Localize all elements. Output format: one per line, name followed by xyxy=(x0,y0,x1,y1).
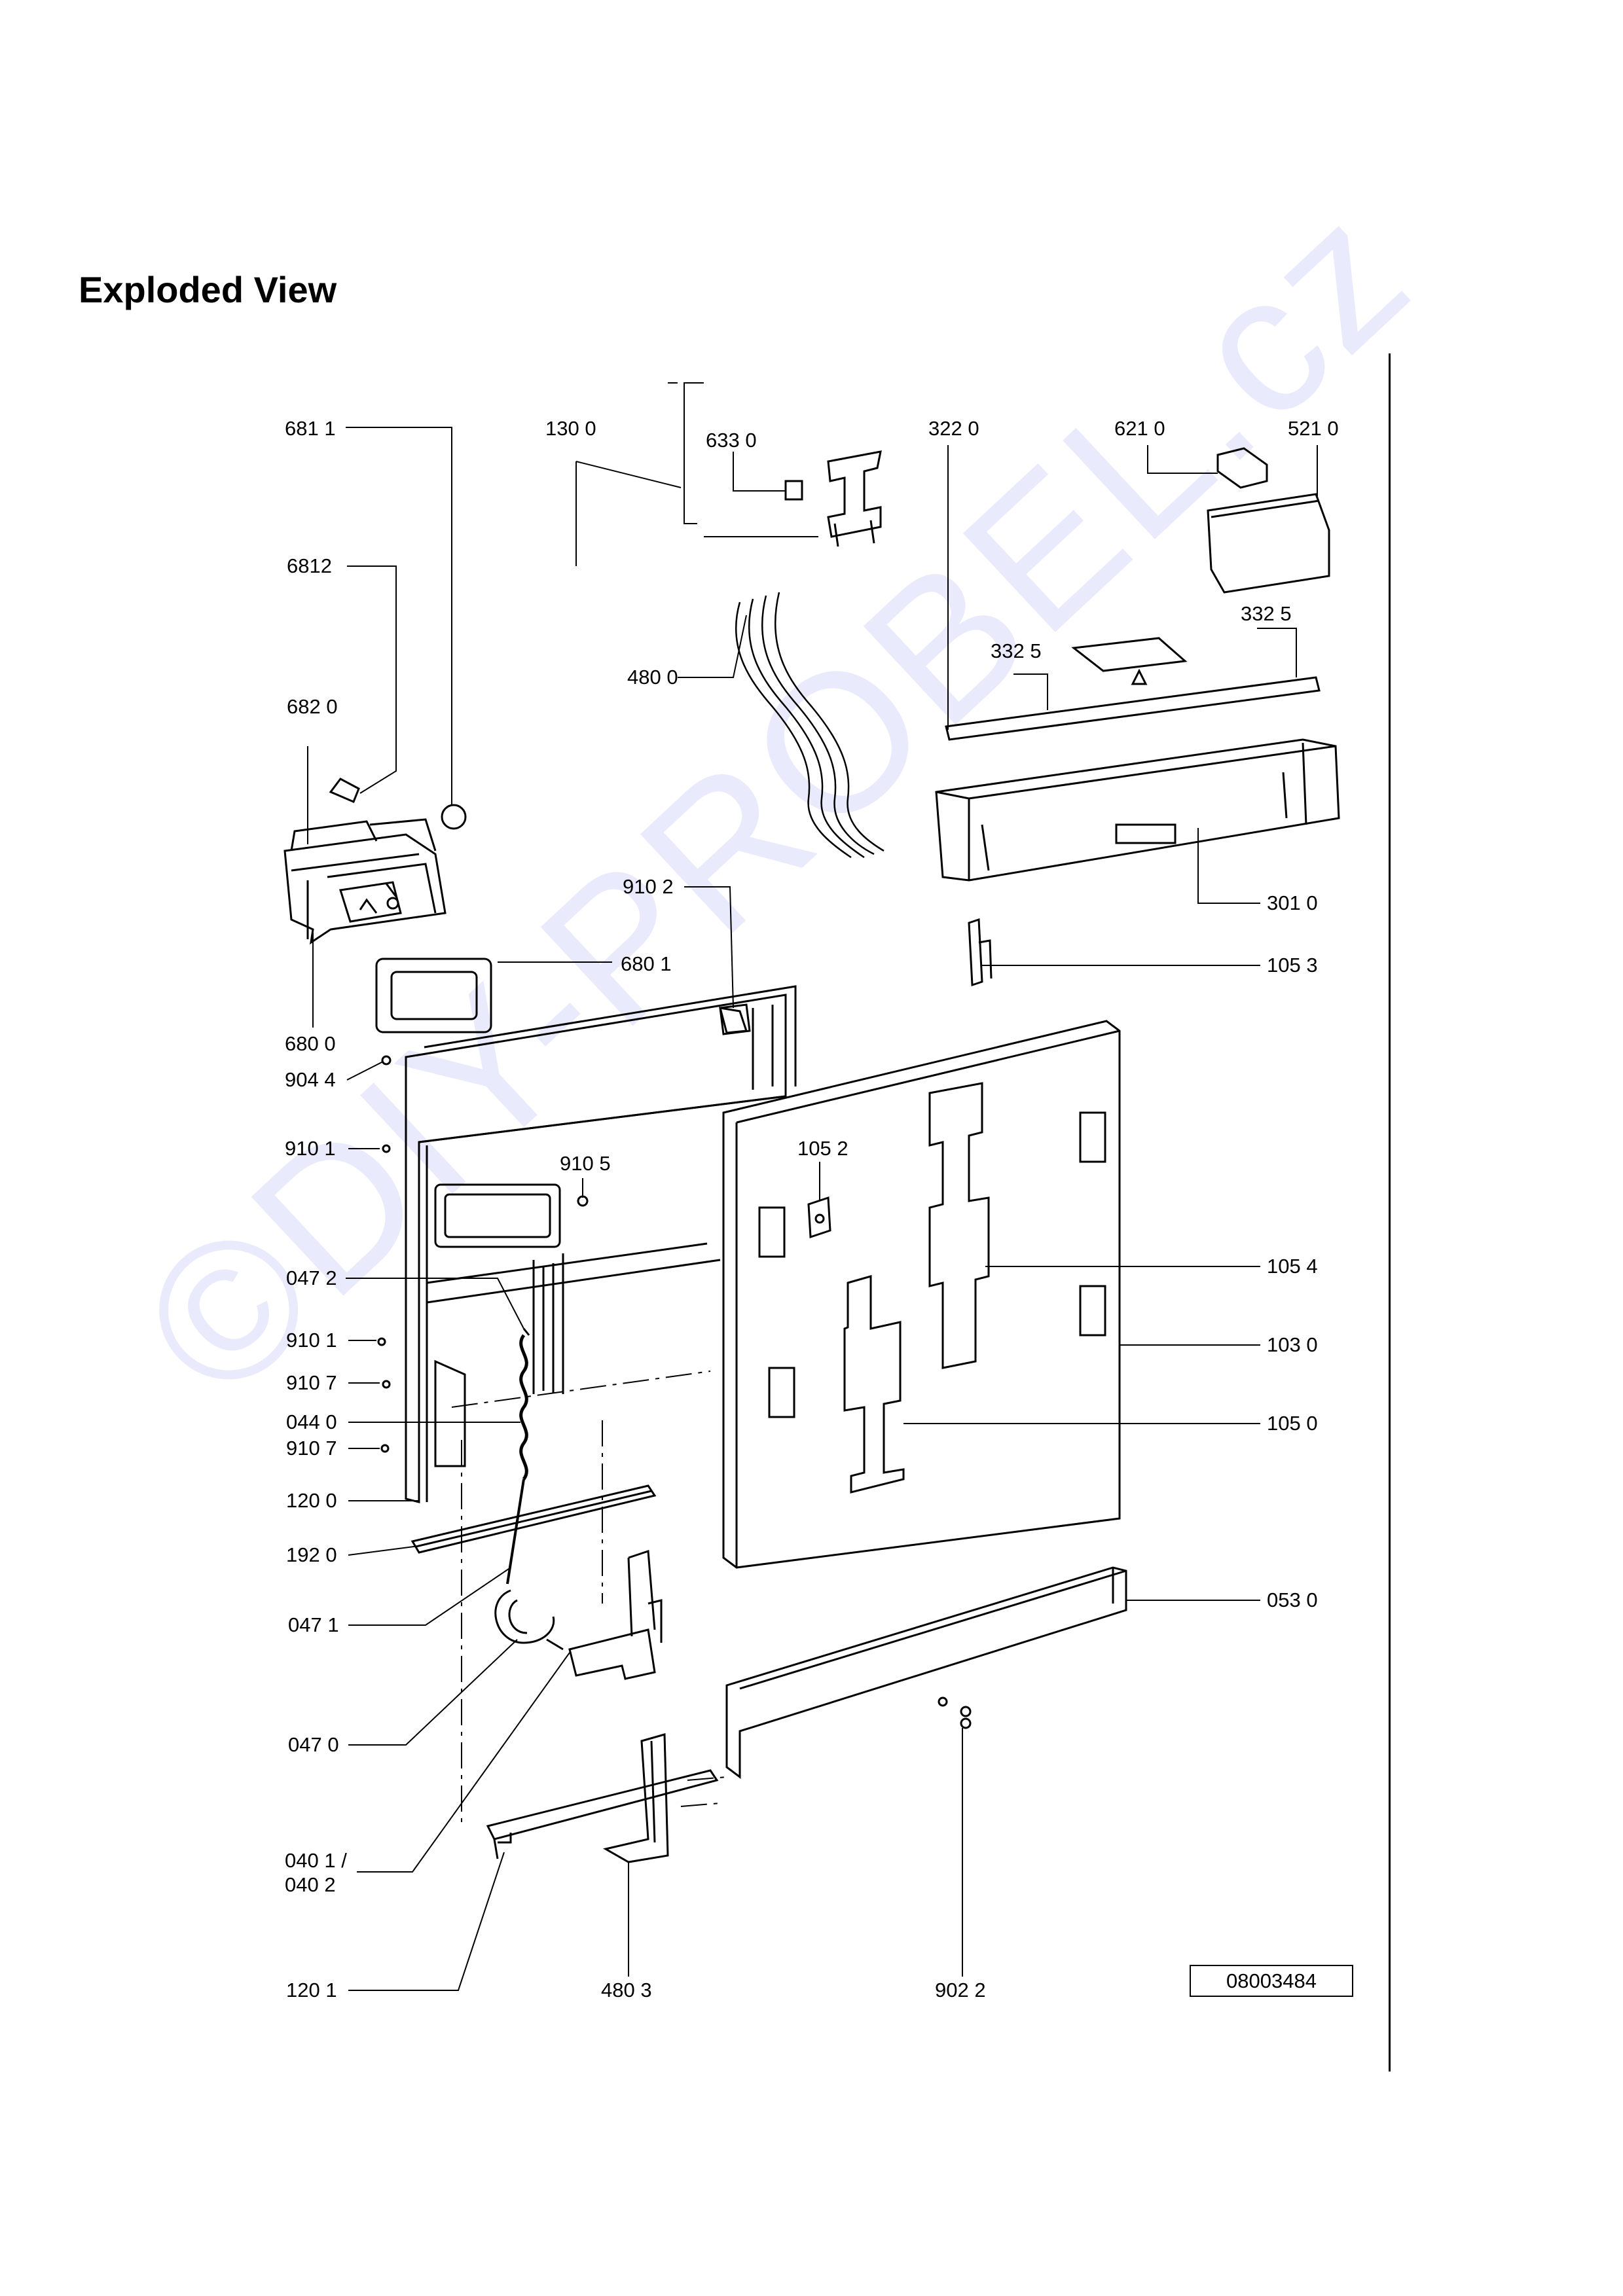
callout-6811: 681 1 xyxy=(285,417,336,440)
callout-4803: 480 3 xyxy=(601,1979,652,2001)
callout-0470: 047 0 xyxy=(288,1733,339,1756)
screw-9022 xyxy=(960,1706,972,1729)
callout-1052: 105 2 xyxy=(797,1137,848,1160)
diagram-number: 08003484 xyxy=(1226,1969,1317,1992)
callout-3325b: 332 5 xyxy=(1241,602,1292,625)
hinge-bracket-0401 xyxy=(568,1549,663,1680)
strap-4803 xyxy=(602,1733,669,1863)
callout-3325a: 332 5 xyxy=(991,639,1042,662)
screw-9107a xyxy=(382,1380,391,1389)
callout-0402: 040 2 xyxy=(285,1873,336,1896)
outer-door-panel xyxy=(722,1020,1121,1569)
inner-door-panel xyxy=(405,985,797,1503)
diagram-number-box: 08003484 xyxy=(1190,1965,1353,1997)
dispenser-assembly xyxy=(283,818,447,945)
leader-lines xyxy=(307,382,1318,1991)
callout-4800: 480 0 xyxy=(627,666,678,689)
callout-6800: 680 0 xyxy=(285,1032,336,1055)
callout-6812: 6812 xyxy=(287,554,332,577)
hinge-clamp-0470 xyxy=(494,1589,564,1651)
callout-1201: 120 1 xyxy=(286,1979,337,2001)
callout-9101b: 910 1 xyxy=(286,1329,337,1352)
callout-9022: 902 2 xyxy=(935,1979,986,2001)
callout-9107a: 910 7 xyxy=(286,1371,337,1394)
screw-9044 xyxy=(381,1055,392,1066)
relay-6210 xyxy=(1216,447,1268,489)
callout-1054: 105 4 xyxy=(1267,1255,1318,1278)
callout-1030: 103 0 xyxy=(1267,1333,1318,1356)
callout-0401: 040 1 / xyxy=(285,1849,347,1872)
bracket-9102 xyxy=(719,1003,751,1035)
callout-1053: 105 3 xyxy=(1267,954,1318,977)
callout-5210: 521 0 xyxy=(1288,417,1339,440)
part-6811-seal xyxy=(441,804,467,830)
callout-1050: 105 0 xyxy=(1267,1412,1318,1435)
display-label xyxy=(1071,637,1188,685)
callout-1200: 120 0 xyxy=(286,1489,337,1512)
callout-1920: 192 0 xyxy=(286,1543,337,1566)
screw-9107b xyxy=(380,1444,390,1453)
part-6812 xyxy=(329,778,360,803)
callout-6330: 633 0 xyxy=(706,429,757,452)
callout-9107b: 910 7 xyxy=(286,1437,337,1460)
callout-6820: 682 0 xyxy=(287,695,338,718)
control-strip-3220 xyxy=(945,676,1321,741)
callout-1300: 130 0 xyxy=(545,417,596,440)
screw-9101b xyxy=(377,1337,386,1346)
kick-plate-0530 xyxy=(725,1566,1127,1779)
rail-1050 xyxy=(843,1275,905,1494)
base-strip-1201 xyxy=(486,1769,719,1859)
door-switch-1300 xyxy=(784,450,882,547)
part-6801-gasket xyxy=(375,958,492,1033)
callout-9044: 904 4 xyxy=(285,1068,336,1091)
callout-0471: 047 1 xyxy=(288,1613,339,1636)
callout-3010: 301 0 xyxy=(1267,891,1318,914)
callout-6801: 680 1 xyxy=(621,952,672,975)
alignment-lines xyxy=(451,1371,727,1826)
callout-9105: 910 5 xyxy=(560,1152,611,1175)
right-margin-rule xyxy=(1389,353,1391,2072)
callout-9101a: 910 1 xyxy=(285,1137,336,1160)
screw-9105 xyxy=(577,1195,589,1207)
control-panel-3010 xyxy=(935,738,1340,882)
screw-9101a xyxy=(382,1144,391,1153)
callout-9102: 910 2 xyxy=(623,875,674,898)
clip-1052 xyxy=(807,1196,831,1239)
electronic-module-5210 xyxy=(1207,493,1330,594)
bracket-1053 xyxy=(968,918,993,987)
rail-1920 xyxy=(410,1484,657,1554)
rail-1054 xyxy=(928,1082,990,1369)
callout-3220: 322 0 xyxy=(928,417,979,440)
callouts: 681 1 6812 682 0 680 0 680 1 904 4 910 1… xyxy=(285,417,1339,2001)
wiring-4800 xyxy=(735,592,884,859)
page-title: Exploded View xyxy=(79,269,337,310)
callout-6210: 621 0 xyxy=(1114,417,1165,440)
callout-0440: 044 0 xyxy=(286,1410,337,1433)
spring-0440 xyxy=(506,1328,530,1585)
callout-0530: 053 0 xyxy=(1267,1588,1318,1611)
callout-0472: 047 2 xyxy=(286,1266,337,1289)
